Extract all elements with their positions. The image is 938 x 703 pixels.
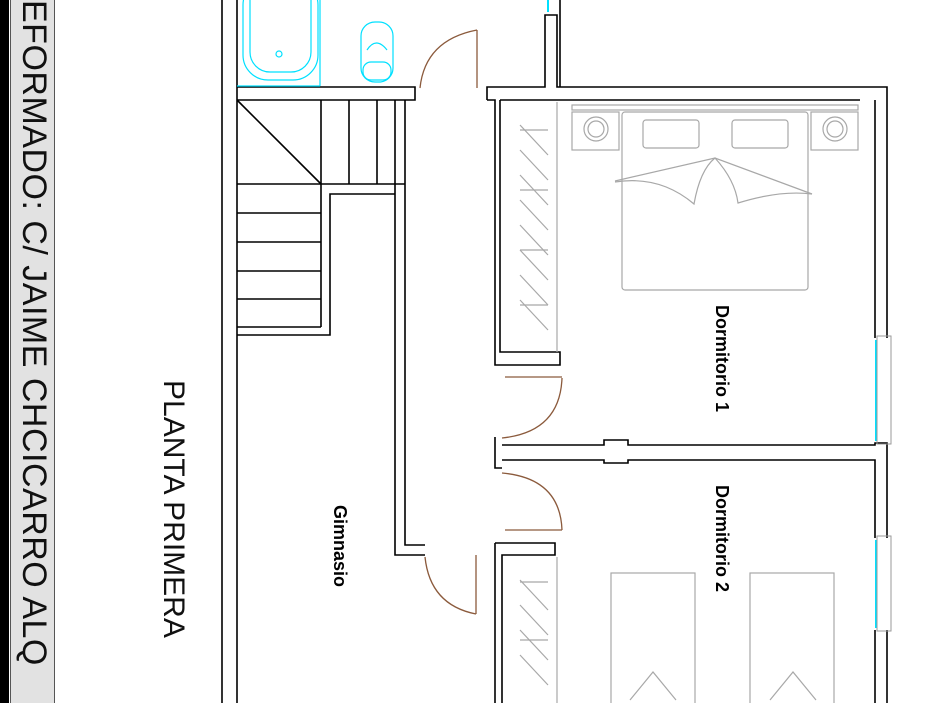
door-bedroom1: [501, 377, 563, 439]
bathroom-fixtures: [237, 0, 394, 87]
walls: [221, 0, 888, 703]
nightstand-right: [810, 111, 859, 151]
room-label-bedroom1: Dormitorio 1: [712, 305, 732, 413]
doors: [419, 29, 563, 615]
wardrobe-hangers: [519, 124, 549, 331]
single-bed: [749, 572, 835, 703]
headboard: [571, 104, 859, 111]
door-bedroom2: [501, 472, 563, 531]
bathtub-icon: [242, 0, 319, 81]
room-label-gym: Gimnasio: [330, 505, 350, 588]
door-gym: [424, 556, 477, 615]
windows: [547, 0, 877, 628]
sheet-edge-bar: [0, 0, 9, 703]
nightstand-left: [571, 111, 620, 151]
furniture: [519, 102, 859, 703]
door-bathroom: [419, 29, 478, 89]
room-label-bedroom2: Dormitorio 2: [712, 485, 732, 593]
sheet-label-box: EFORMADO: C/ JAIME CHCICARRO ALQ: [10, 0, 55, 703]
pillow: [642, 119, 700, 149]
double-bed: [621, 111, 809, 291]
single-bed: [610, 572, 696, 703]
lamp-icon: [822, 116, 848, 142]
lamp-icon: [583, 116, 609, 142]
toilet-icon: [360, 21, 394, 83]
pillow: [731, 119, 789, 149]
